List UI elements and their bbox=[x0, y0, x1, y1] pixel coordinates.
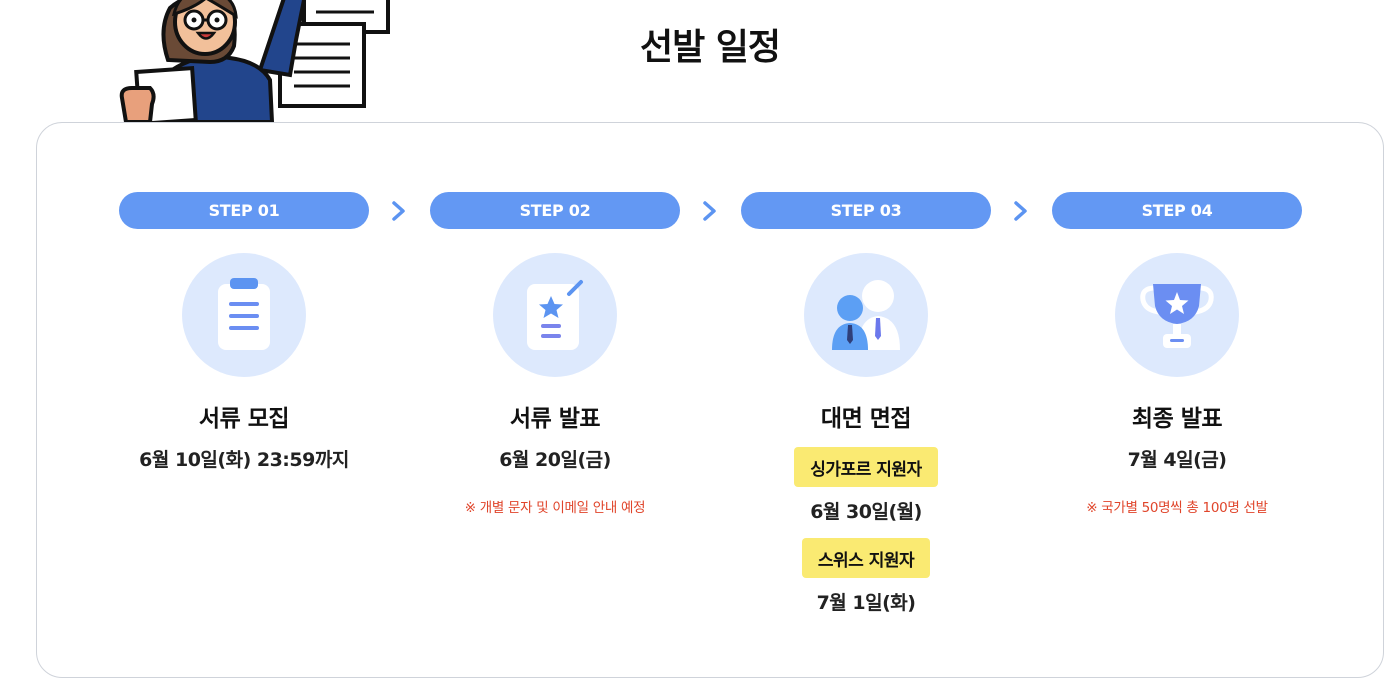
document-star-icon bbox=[527, 280, 583, 350]
step-date: 7월 4일(금) bbox=[1127, 449, 1227, 471]
clipboard-list-icon bbox=[218, 278, 270, 350]
step-04: STEP 04 최종 발표 7월 4일(금) ※ 국가별 50명씩 총 100명… bbox=[1052, 192, 1302, 516]
chevron-right-icon bbox=[1014, 201, 1027, 221]
step-badge: STEP 02 bbox=[430, 192, 680, 229]
step-badge: STEP 03 bbox=[741, 192, 991, 229]
step-title: 서류 발표 bbox=[509, 406, 601, 432]
interview-people-icon bbox=[832, 280, 900, 350]
step-icon-circle bbox=[182, 253, 306, 377]
step-title: 서류 모집 bbox=[198, 406, 290, 432]
step-note: ※ 국가별 50명씩 총 100명 선발 bbox=[1086, 500, 1268, 516]
step-title: 최종 발표 bbox=[1131, 406, 1223, 432]
step-03: STEP 03 대면 면접 싱가포르 지원자 6월 30일(월) 스위스 지원자… bbox=[741, 192, 991, 615]
step-icon-circle bbox=[804, 253, 928, 377]
step-date: 6월 10일(화) 23:59까지 bbox=[139, 449, 349, 471]
chevron-right-icon bbox=[392, 201, 405, 221]
step-icon-circle bbox=[493, 253, 617, 377]
applicant-tag-switzerland: 스위스 지원자 bbox=[801, 538, 931, 578]
step-badge: STEP 04 bbox=[1052, 192, 1302, 229]
step-title: 대면 면접 bbox=[820, 406, 912, 432]
page-title: 선발 일정 bbox=[639, 27, 781, 68]
trophy-icon bbox=[1140, 284, 1214, 348]
student-illustration bbox=[119, 0, 390, 122]
step-badge: STEP 01 bbox=[119, 192, 369, 229]
interview-date-switzerland: 7월 1일(화) bbox=[816, 592, 916, 614]
step-icon-circle bbox=[1115, 253, 1239, 377]
chevron-right-icon bbox=[703, 201, 716, 221]
interview-date-singapore: 6월 30일(월) bbox=[810, 501, 922, 523]
step-02: STEP 02 서류 발표 6월 20일(금) ※ 개별 문자 및 이메일 안내… bbox=[430, 192, 680, 516]
step-note: ※ 개별 문자 및 이메일 안내 예정 bbox=[464, 500, 646, 516]
step-01: STEP 01 서류 모집 6월 10일(화) 23:59까지 bbox=[119, 192, 369, 472]
step-date: 6월 20일(금) bbox=[499, 449, 611, 471]
applicant-tag-singapore: 싱가포르 지원자 bbox=[794, 447, 938, 487]
